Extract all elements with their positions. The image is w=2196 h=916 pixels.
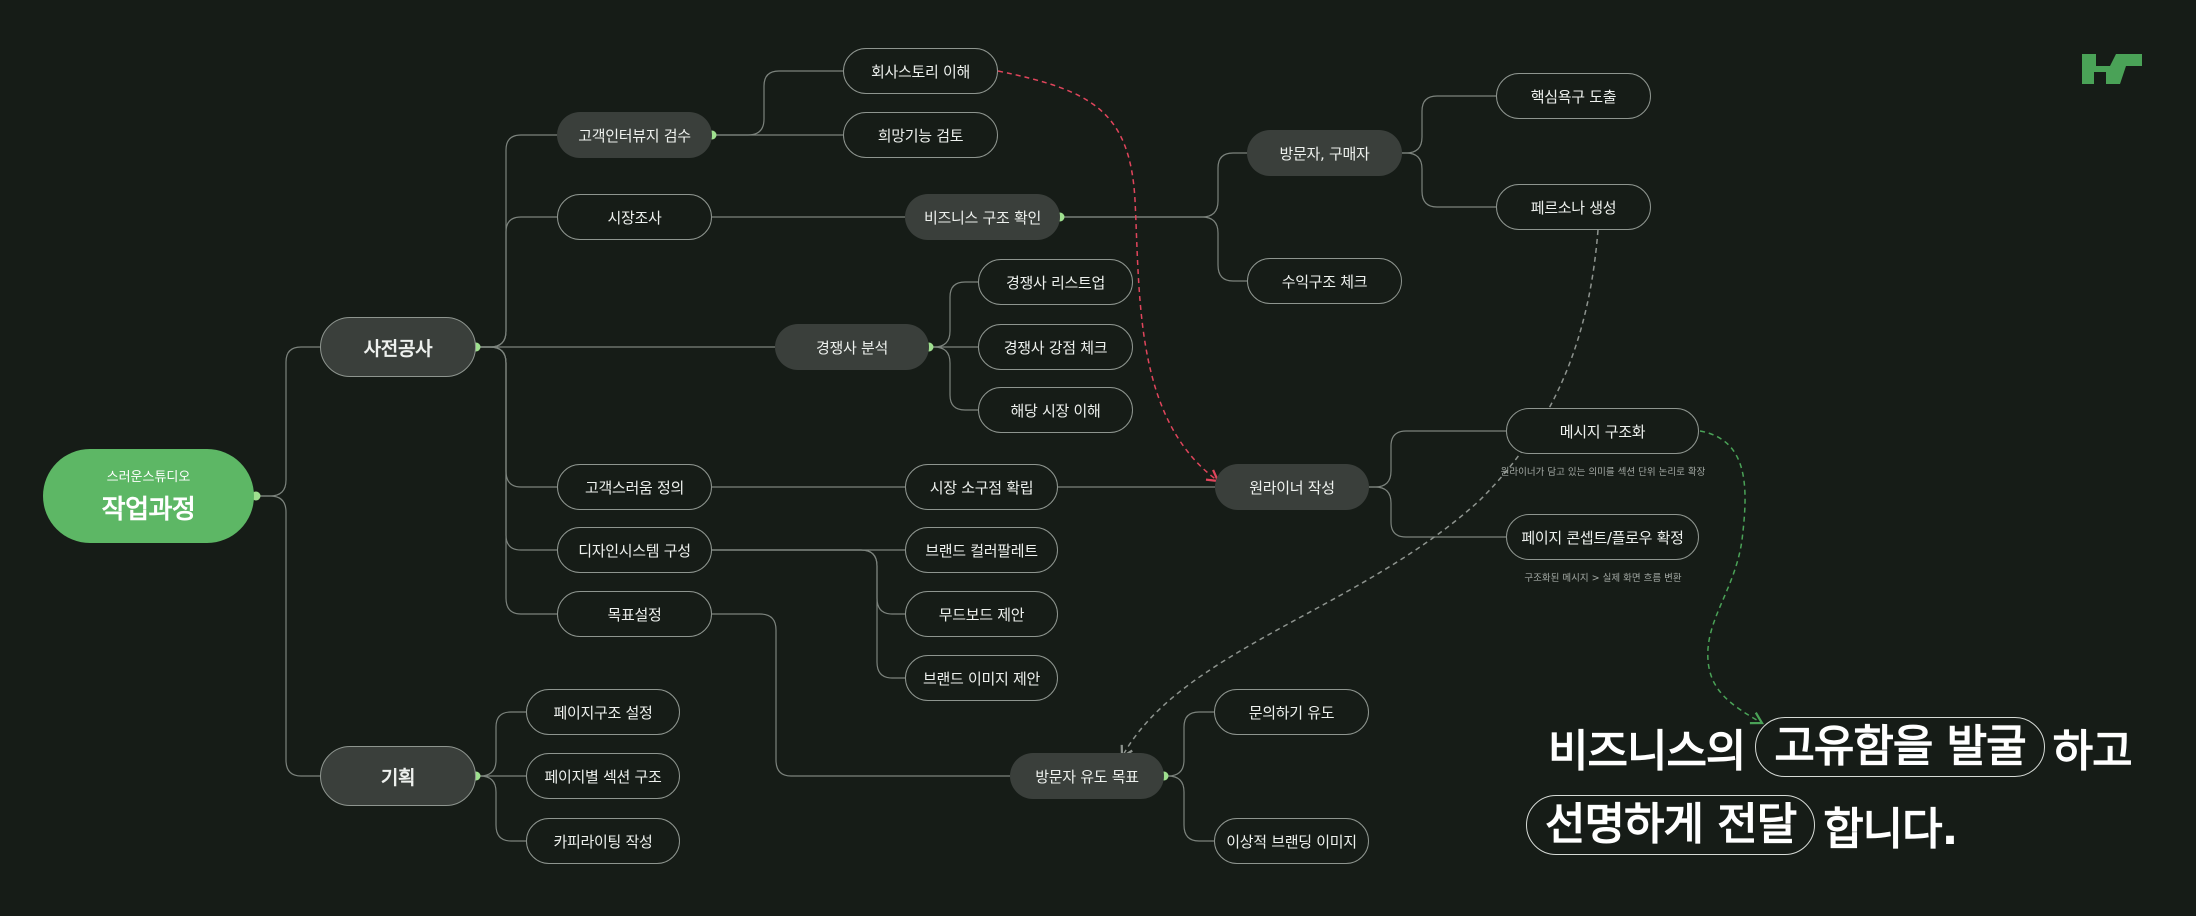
planning-connector-dot	[471, 771, 481, 781]
node-persona: 페르소나 생성	[1496, 184, 1651, 230]
node-revenue-check: 수익구조 체크	[1247, 258, 1402, 304]
node-market-niche: 시장 소구점 확립	[905, 464, 1058, 510]
slogan-highlight-discover: 고유함을 발굴	[1755, 716, 2045, 778]
node-visitor-goal: 방문자 유도 목표	[1010, 753, 1164, 799]
node-company-story: 회사스토리 이해	[843, 48, 998, 94]
note-message-structure: 원라이너가 담고 있는 의미를 섹션 단위 논리로 확장	[1500, 467, 1706, 478]
node-customer-interview: 고객인터뷰지 검수	[557, 112, 712, 158]
node-business-structure: 비즈니스 구조 확인	[905, 194, 1060, 240]
slogan-line-1: 비즈니스의 고유함을 발굴 하고	[1548, 715, 2133, 779]
node-message-structure: 메시지 구조화	[1506, 408, 1699, 454]
node-inquiry: 문의하기 유도	[1214, 689, 1369, 735]
node-page-concept: 페이지 콘셉트/플로우 확정	[1506, 514, 1699, 560]
node-customer-identity: 고객스러움 정의	[557, 464, 712, 510]
node-competitor-analysis: 경쟁사 분석	[775, 324, 929, 370]
root-title: 작업과정	[101, 495, 196, 525]
node-competitor-strength: 경쟁사 강점 체크	[978, 324, 1133, 370]
prep-connector-dot	[471, 342, 481, 352]
node-moodboard: 무드보드 제안	[905, 591, 1058, 637]
slogan-word: 하고	[2052, 726, 2133, 777]
node-brand-image: 브랜드 이미지 제안	[905, 655, 1058, 701]
business-connector-dot	[1055, 212, 1065, 222]
node-page-structure: 페이지구조 설정	[526, 689, 680, 735]
interview-connector-dot	[707, 130, 717, 140]
node-visitor-buyer: 방문자, 구매자	[1247, 130, 1402, 176]
branch-planning: 기획	[320, 746, 476, 806]
node-market-research: 시장조사	[557, 194, 712, 240]
note-page-concept: 구조화된 메시지 > 실제 화면 흐름 변환	[1524, 573, 1682, 584]
node-brand-palette: 브랜드 컬러팔레트	[905, 527, 1058, 573]
node-design-system: 디자인시스템 구성	[557, 527, 712, 573]
slogan-word: 합니다.	[1823, 804, 1958, 855]
brand-logo-icon	[2082, 54, 2142, 84]
slogan-word: 비즈니스의	[1548, 726, 1746, 777]
node-desired-features: 희망기능 검토	[843, 112, 998, 158]
root-node: 스러운스튜디오 작업과정	[43, 449, 254, 543]
visitor-goal-connector-dot	[1159, 771, 1169, 781]
node-goal-setting: 목표설정	[557, 591, 712, 637]
node-one-liner: 원라이너 작성	[1215, 464, 1369, 510]
node-copywriting: 카피라이팅 작성	[526, 818, 680, 864]
slogan-line-2: 선명하게 전달 합니다.	[1526, 793, 1958, 857]
node-section-structure: 페이지별 섹션 구조	[526, 753, 680, 799]
branch-prep: 사전공사	[320, 317, 476, 377]
node-competitor-list: 경쟁사 리스트업	[978, 259, 1133, 305]
competitor-connector-dot	[924, 342, 934, 352]
root-connector-dot	[251, 491, 261, 501]
node-ideal-branding: 이상적 브랜딩 이미지	[1214, 818, 1369, 864]
node-market-understanding: 해당 시장 이해	[978, 387, 1133, 433]
node-core-needs: 핵심욕구 도출	[1496, 73, 1651, 119]
root-subtitle: 스러운스튜디오	[106, 470, 191, 485]
slogan-highlight-deliver: 선명하게 전달	[1526, 794, 1816, 856]
